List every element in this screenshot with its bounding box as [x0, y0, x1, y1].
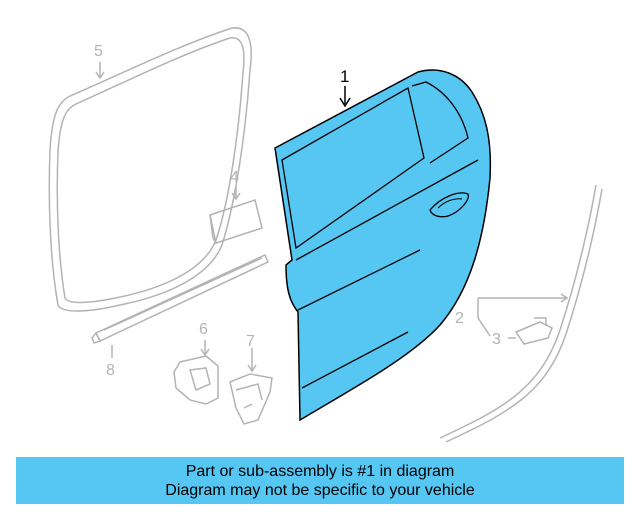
- part-5-weatherstrip: [48, 27, 252, 312]
- part-8-belt-molding: [91, 253, 269, 358]
- callout-3[interactable]: 3: [492, 331, 501, 348]
- part-4-insulator: [209, 186, 263, 244]
- banner-line-disclaimer: Diagram may not be specific to your vehi…: [165, 481, 475, 499]
- callout-8[interactable]: 8: [106, 362, 115, 379]
- part-2-rear-seal: [439, 184, 603, 443]
- callout-6[interactable]: 6: [199, 321, 208, 338]
- part-7-check-strap: [229, 348, 273, 425]
- callout-4[interactable]: 4: [230, 169, 239, 186]
- callout-1[interactable]: 1: [340, 67, 349, 86]
- part-1-rear-door: [274, 69, 492, 422]
- banner-line-part: Part or sub-assembly is #1 in diagram: [185, 462, 455, 480]
- disclaimer-banner: Part or sub-assembly is #1 in diagram Di…: [16, 457, 624, 504]
- callout-7[interactable]: 7: [246, 333, 255, 350]
- callout-5[interactable]: 5: [94, 43, 103, 60]
- part-6-hinge: [173, 340, 219, 405]
- part-3-clip: [514, 317, 553, 345]
- callout-2[interactable]: 2: [455, 310, 464, 327]
